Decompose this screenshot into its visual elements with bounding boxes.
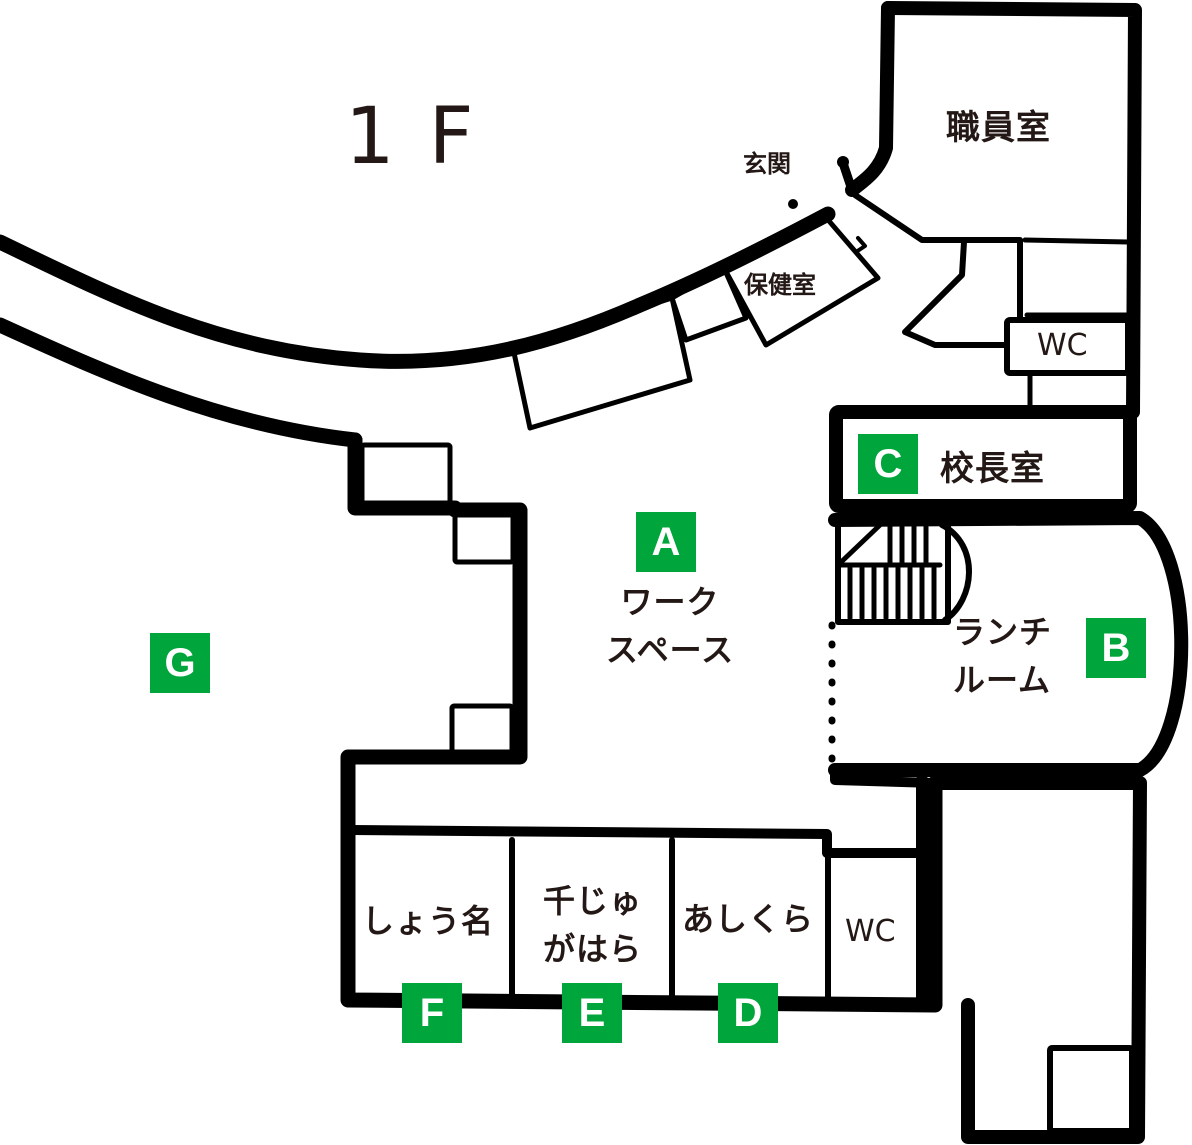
health-room-label: 保健室: [744, 271, 816, 299]
wall-west-block: [340, 432, 943, 1013]
badge-e: E: [562, 983, 622, 1043]
curved-wall-lower: [0, 317, 363, 448]
senju-room-label: 千じゅ がはら: [515, 877, 670, 973]
lunch-room-label: ランチ ルーム: [953, 608, 1052, 704]
lunch-room-wall: [828, 511, 1189, 777]
staff-room-label: 職員室: [946, 108, 1051, 148]
badge-c: C: [858, 434, 918, 494]
ashikura-room-label: あしくら: [682, 900, 815, 938]
work-space-label-line2: スペース: [605, 631, 735, 669]
floor-title: 1F: [345, 92, 508, 182]
badge-g: G: [150, 633, 210, 693]
work-space-label-line1: ワーク: [620, 583, 720, 621]
entrance-label: 玄関: [743, 150, 791, 178]
principal-room-label: 校長室: [940, 449, 1045, 489]
wc-lower-label: WC: [845, 914, 896, 949]
wc-upper-label: WC: [1037, 328, 1088, 363]
curved-wall-upper: [0, 206, 836, 369]
lunch-room-label-line2: ルーム: [953, 661, 1052, 699]
wall-lower-strip-top: [347, 825, 927, 858]
wall-south-east: [928, 776, 1147, 1144]
shoumyou-room-label: しょう名: [362, 902, 495, 940]
badge-b: B: [1086, 618, 1146, 678]
badge-f: F: [402, 983, 462, 1043]
work-space-label: ワーク スペース: [590, 578, 750, 674]
badge-d: D: [718, 983, 778, 1043]
senju-room-label-line1: 千じゅ: [542, 882, 642, 920]
health-room: [721, 211, 881, 348]
senju-room-label-line2: がはら: [542, 930, 642, 968]
lunch-room-label-line1: ランチ: [953, 613, 1053, 651]
badge-a: A: [636, 512, 696, 572]
staff-room-wall: [881, 1, 1142, 419]
